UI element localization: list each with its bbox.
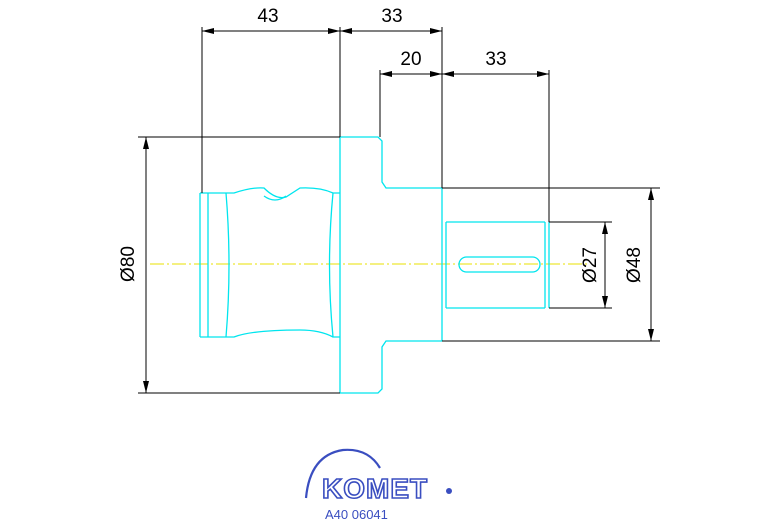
dimension-lines [145,30,652,393]
extension-lines [138,27,660,394]
logo-brand: KOMET [322,473,428,504]
part-number: A40 06041 [325,507,388,522]
arrowheads [143,28,654,393]
dia-80-label: Ø80 [118,246,139,282]
part-outline [199,136,550,394]
dia-48-label: Ø48 [624,247,645,283]
dim-33-top-label: 33 [381,6,402,27]
dia-27-label: Ø27 [580,247,601,283]
dim-20-label: 20 [400,49,421,70]
dim-43-label: 43 [257,6,278,27]
komet-logo: KOMET A40 06041 [304,448,452,522]
logo-dot [446,488,452,494]
dim-33-right-label: 33 [485,49,506,70]
logo-arc [304,448,381,499]
